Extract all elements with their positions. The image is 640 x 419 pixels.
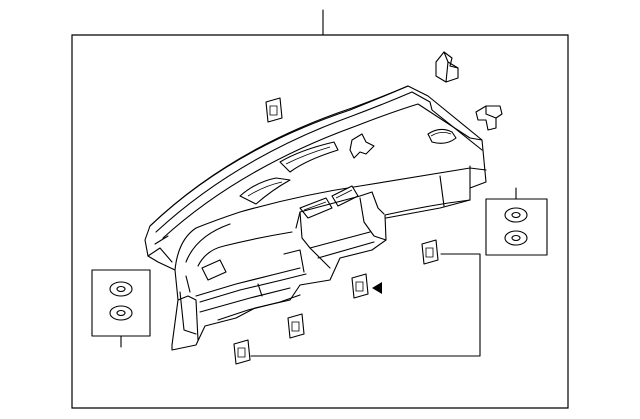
- washer-box-left: [92, 270, 150, 336]
- clip-mid-right: [422, 240, 438, 264]
- bracket-clip-right: [476, 106, 502, 130]
- clip-lower-center: [288, 314, 304, 338]
- dashboard-panel: [145, 86, 486, 350]
- clip-center: [352, 274, 368, 298]
- pointer-arrow-icon: [372, 282, 382, 294]
- leader-line-right: [251, 254, 480, 356]
- washer-box-right: [486, 199, 547, 255]
- clip-upper-right: [436, 52, 458, 82]
- clip-lower-left: [234, 340, 250, 364]
- clip-top-center: [266, 98, 282, 122]
